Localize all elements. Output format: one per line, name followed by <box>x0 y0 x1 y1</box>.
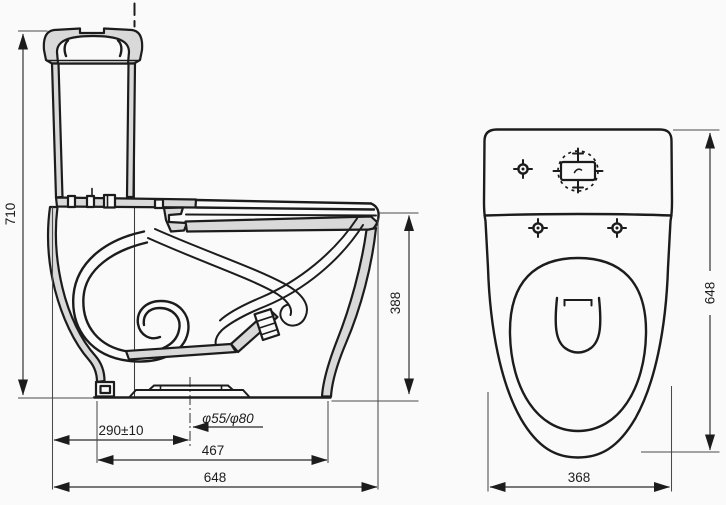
tank-lid-section <box>42 27 144 65</box>
seat-top-line <box>185 213 377 217</box>
outlet-seal-detail <box>253 307 281 342</box>
marker-ticks <box>607 218 627 238</box>
pedestal-front-wall <box>320 226 378 398</box>
dim-outlet-center-distance: 290±10 <box>51 207 189 490</box>
dim-overall-width: 368 <box>487 386 673 492</box>
jet-channel-lower <box>147 237 293 316</box>
tank-bottom-slot <box>102 193 117 209</box>
marker-dot <box>615 226 619 230</box>
top-view: 648 368 <box>482 128 720 492</box>
fixing-marker <box>513 159 533 179</box>
base-section <box>92 380 332 399</box>
outlet-seal-rungs <box>256 315 279 336</box>
flush-button-detail <box>573 168 583 174</box>
dim-rim-height: 388 <box>331 212 419 402</box>
trap-inner-curve <box>82 241 181 354</box>
side-view: 710 388 290±10 467 648 φ55/φ80 <box>3 2 419 492</box>
marker-ticks <box>528 218 548 238</box>
seat-lid-top-line <box>194 198 373 205</box>
tank-detail-ticks <box>91 187 109 208</box>
tank-right-wall <box>125 62 137 199</box>
dimension-label: 368 <box>568 470 591 485</box>
tank-bottom-slot <box>66 194 77 209</box>
note-outlet-diameters: φ55/φ80 <box>192 411 263 432</box>
outlet-note-label: φ55/φ80 <box>202 411 254 426</box>
dim-overall-depth-top: 648 <box>641 129 720 453</box>
marker-ticks <box>513 159 533 179</box>
tank-split-line <box>483 212 673 217</box>
jet-outlet-bracket <box>563 299 593 307</box>
dimension-label: 648 <box>204 470 227 485</box>
dimension-label: 648 <box>703 282 718 305</box>
flush-button <box>552 147 604 194</box>
base-fixing-box-inner <box>99 384 112 395</box>
seat-section <box>162 198 380 233</box>
flush-jet-outlet <box>554 296 602 354</box>
tank-bottom-slot <box>85 194 96 209</box>
drain-recess-inner <box>148 384 234 391</box>
seat-lid-bottom-line <box>194 206 376 211</box>
dim-overall-height: 710 <box>3 30 94 399</box>
dimension-label: 467 <box>202 443 225 458</box>
label-mask <box>701 271 719 315</box>
basin-inner-curve <box>214 224 364 350</box>
drain-recess-outer <box>129 389 250 398</box>
tank-left-wall <box>50 62 64 199</box>
sump-section <box>124 307 281 361</box>
tank-bottom <box>54 196 198 209</box>
fixing-marker <box>528 218 548 238</box>
jet-channel-upper <box>154 228 308 327</box>
marker-dot <box>536 226 540 230</box>
lid-inner-arch <box>55 34 131 65</box>
flush-button-plate <box>559 160 597 182</box>
dimension-label: 290±10 <box>99 423 144 438</box>
rear-wall <box>46 205 106 384</box>
basin-rim-curve <box>219 217 358 322</box>
sump-floor <box>124 342 238 361</box>
dimension-label: 710 <box>3 203 18 226</box>
jet-outlet-u <box>554 296 602 354</box>
dim-base-depth: 467 <box>96 401 329 465</box>
seat-hinge-step <box>162 206 189 233</box>
fixing-marker <box>607 218 627 238</box>
trap-section <box>72 230 190 363</box>
dim-overall-depth-side: 648 <box>53 218 379 492</box>
dimension-label: 388 <box>388 292 403 315</box>
marker-dot <box>521 167 525 171</box>
lid-slots <box>63 39 123 58</box>
bowl-walls <box>46 205 378 398</box>
flush-button-cross-ticks <box>572 152 584 189</box>
seat-nose <box>369 202 380 231</box>
tank-body-section <box>50 62 198 210</box>
plan-outline <box>482 128 674 459</box>
drain-recess-ticks <box>159 384 223 391</box>
seat-ring <box>508 256 648 433</box>
tank-bottom-slot <box>153 198 165 210</box>
